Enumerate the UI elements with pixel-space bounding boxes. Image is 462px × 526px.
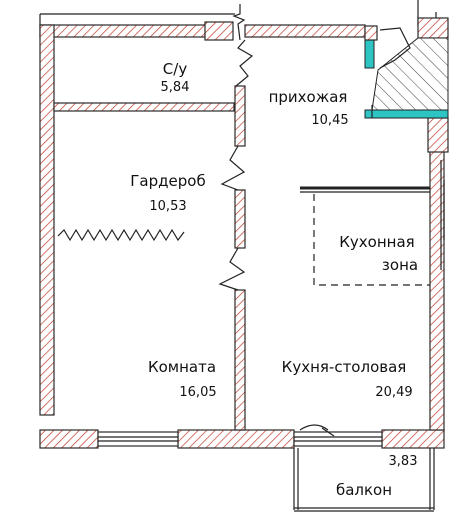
partition-3 (234, 289, 246, 431)
wall-hall-bottom (364, 109, 449, 119)
door-swing-wardrobe (220, 145, 246, 191)
hall-area: 10,45 (311, 113, 348, 128)
door-swing-room (218, 247, 246, 291)
wall-left (39, 24, 55, 416)
wall-top-mid (204, 21, 234, 41)
door-swing-wc (235, 39, 254, 87)
wall-right-upper (427, 117, 449, 153)
balcony-name: балкон (336, 481, 392, 499)
wall-break-line (57, 228, 185, 242)
stairwell (371, 37, 449, 111)
window-bottom-room (97, 431, 179, 447)
kitchen-zone-line2: зона (382, 256, 418, 274)
balcony (293, 448, 435, 512)
balcony-door (293, 424, 383, 447)
wall-top-left (39, 24, 211, 38)
wall-hall-right (364, 25, 378, 41)
wall-top-far-right (417, 17, 449, 39)
room-area: 16,05 (179, 385, 216, 400)
wall-top-right (244, 24, 366, 38)
wc-area: 5,84 (161, 80, 190, 95)
window-hall (364, 37, 375, 69)
balcony-area: 3,83 (389, 454, 418, 469)
break-mark-top (232, 4, 246, 41)
kitchen-zone-line1: Кухонная (339, 233, 414, 251)
kitchen-dining-name: Кухня-столовая (282, 358, 407, 376)
wc-name: С/у (163, 60, 188, 78)
wall-wc-bottom (53, 102, 235, 112)
room-name: Комната (148, 358, 216, 376)
wardrobe-name: Гардероб (130, 172, 205, 190)
partition-2 (234, 189, 246, 249)
wall-bottom-left (39, 429, 99, 449)
wardrobe-area: 10,53 (149, 199, 186, 214)
kitchen-zone-boundary (313, 194, 430, 286)
partition-1 (234, 85, 246, 147)
hall-name: прихожая (269, 88, 348, 106)
wall-bottom-right (381, 429, 445, 449)
wall-bottom-mid (177, 429, 295, 449)
wall-right-lower (429, 149, 445, 431)
kitchen-dining-area: 20,49 (375, 385, 412, 400)
entrance-door-swing (379, 27, 411, 69)
